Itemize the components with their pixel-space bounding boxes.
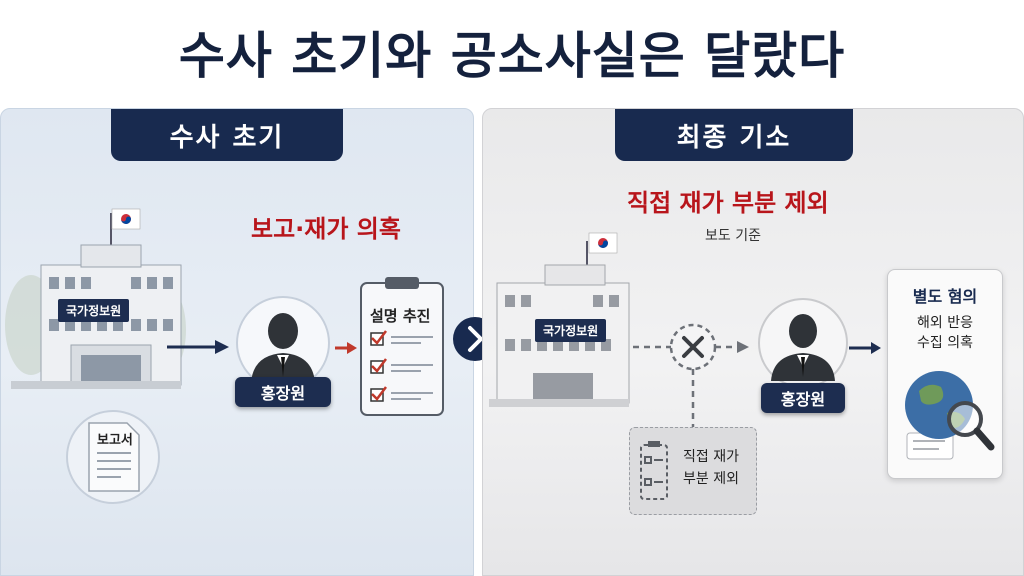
clipboard-icon [360, 277, 444, 416]
final-indictment-panel: 최종 기소 직접 재가 부분 제외 보도 기준 국가정보원 [482, 108, 1024, 576]
left-person-label: 홍장원 [235, 377, 331, 407]
excluded-line-2: 부분 제외 [683, 471, 739, 487]
right-person-label: 홍장원 [761, 383, 845, 413]
flag-icon [588, 232, 618, 254]
side-card-line-2: 수집 의혹 [917, 335, 973, 351]
flag-icon [111, 208, 141, 230]
right-building-label: 국가정보원 [535, 319, 607, 342]
magnifier-icon [947, 401, 995, 451]
excluded-line-1: 직접 재가 [683, 449, 739, 465]
person-icon [236, 296, 330, 390]
person-icon [758, 298, 848, 388]
side-card-line-1: 해외 반응 [917, 315, 973, 331]
left-headline: 보고·재가 의혹 [251, 215, 401, 243]
page-title: 수사 초기와 공소사실은 달랐다 [178, 27, 846, 85]
building-icon [5, 213, 186, 389]
side-card-title: 별도 혐의 [912, 287, 978, 306]
arrow-right-icon [849, 342, 881, 354]
document-icon [66, 410, 160, 504]
arrow-right-icon [167, 340, 229, 354]
left-building-label: 국가정보원 [58, 299, 130, 322]
building-icon [489, 241, 630, 407]
x-mark-icon [633, 323, 749, 433]
tab-final-indictment: 최종 기소 [615, 109, 853, 161]
tab-initial-investigation: 수사 초기 [111, 109, 343, 161]
clipboard-title: 설명 추진 [370, 307, 431, 325]
clipboard-icon [640, 441, 668, 500]
report-label: 보고서 [97, 433, 133, 448]
right-headline: 직접 재가 부분 제외 [627, 189, 829, 217]
source-note: 보도 기준 [705, 228, 761, 244]
globe-icon [905, 371, 995, 460]
initial-investigation-panel: 수사 초기 보고·재가 의혹 국가정보원 홍장원 [0, 108, 474, 576]
arrow-right-icon [335, 342, 357, 354]
checkbox-icon [370, 330, 387, 402]
